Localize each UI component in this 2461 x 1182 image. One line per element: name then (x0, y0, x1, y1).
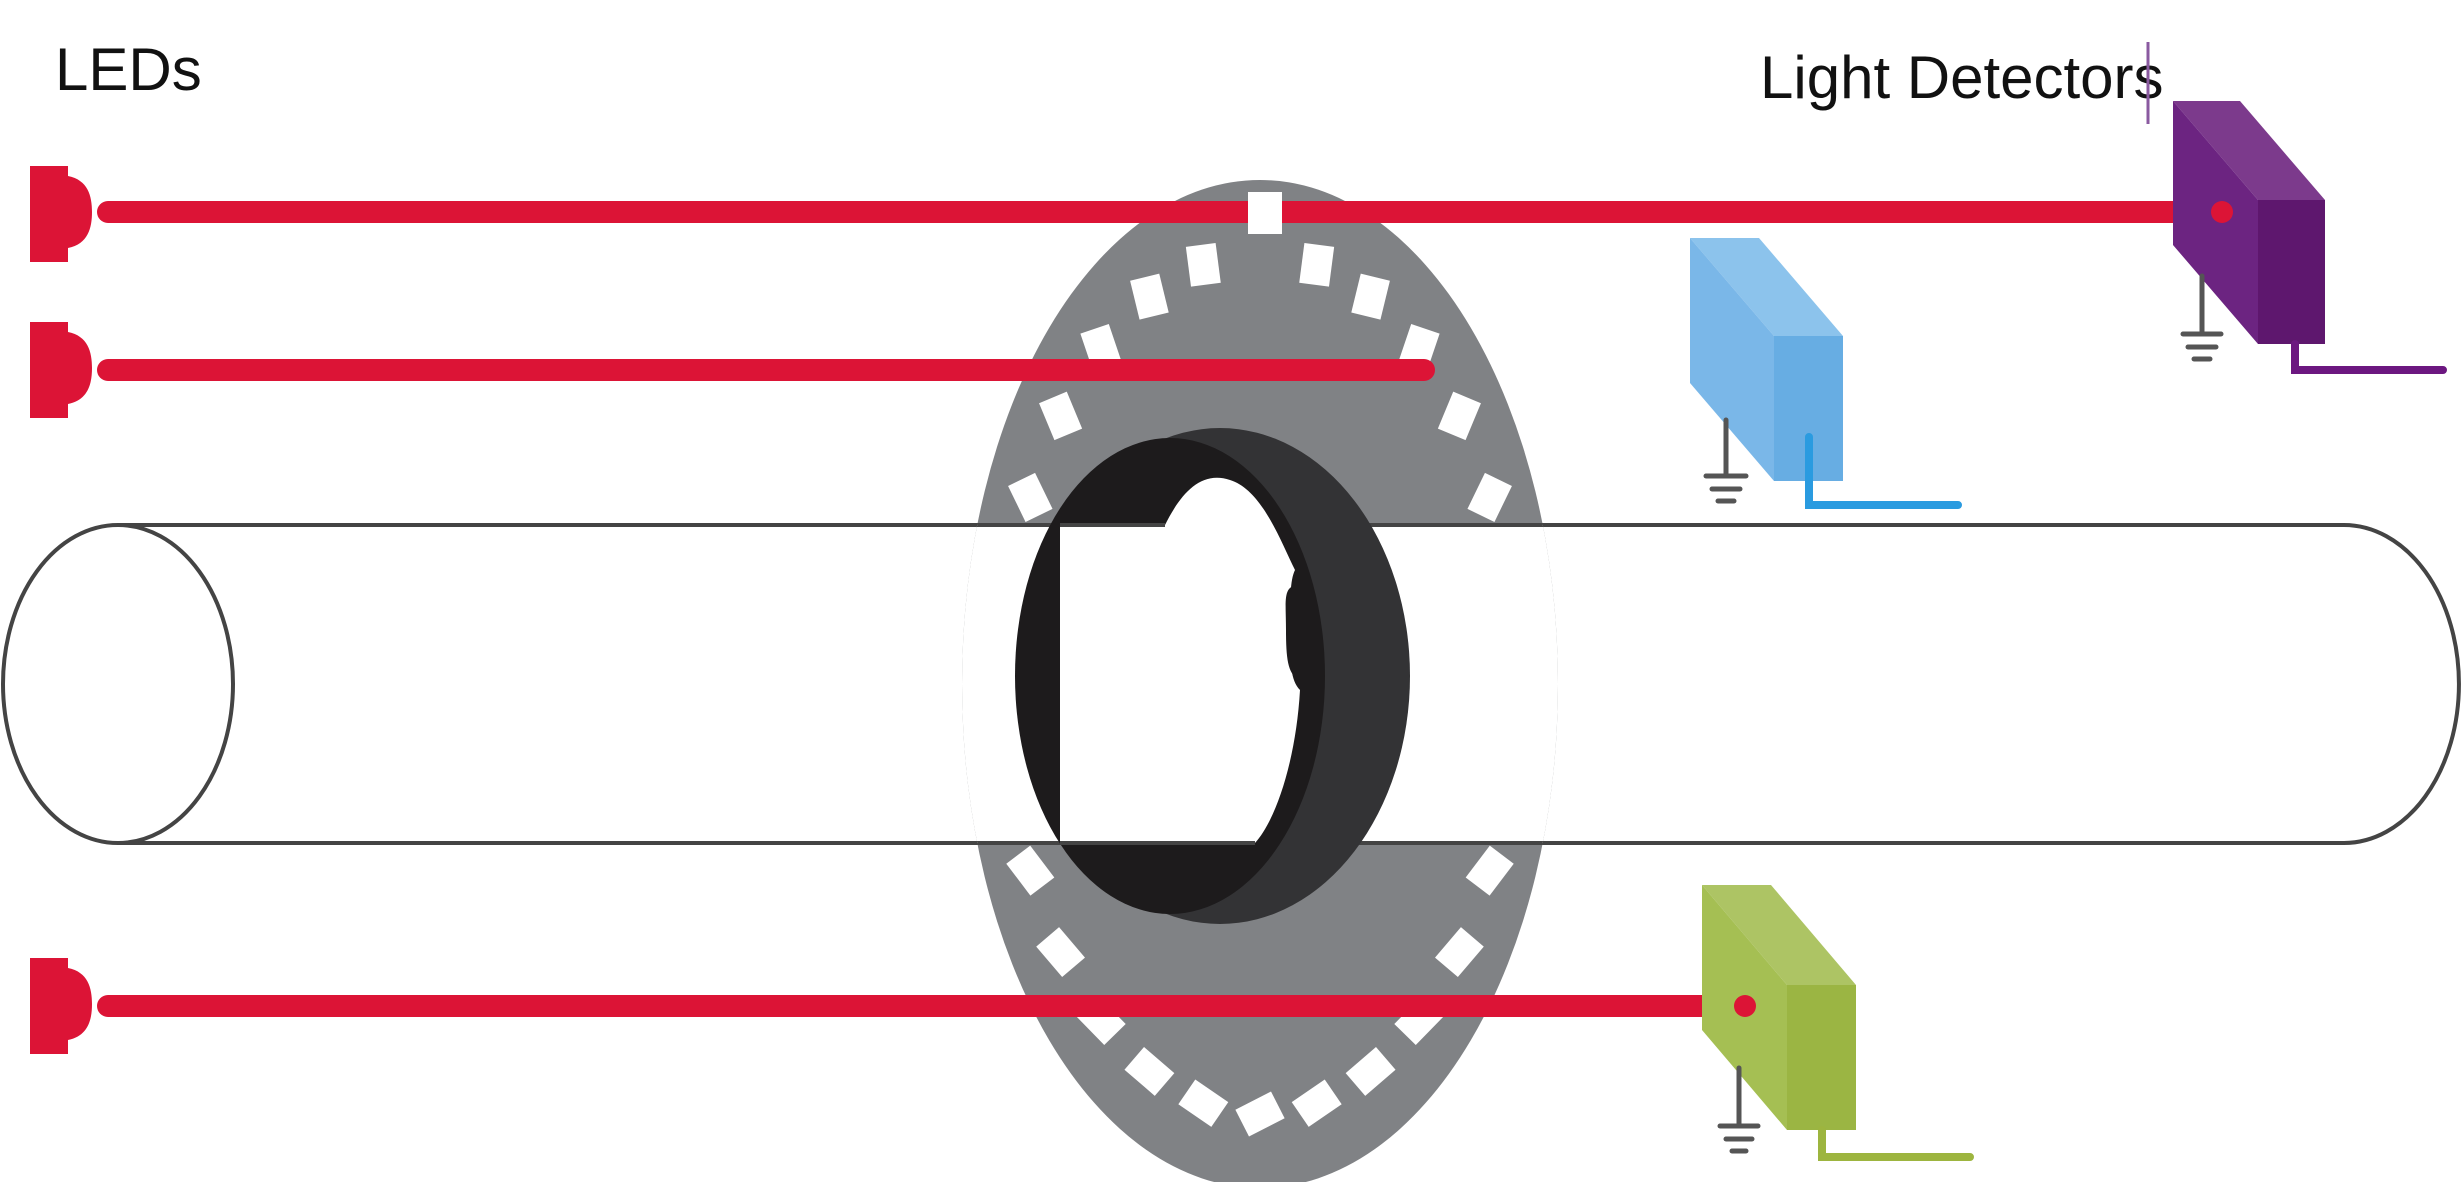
encoder-slot (1039, 391, 1083, 441)
green-ground-icon (1717, 1065, 1761, 1154)
purple-detector (2173, 101, 2447, 374)
hub-key (1285, 585, 1300, 680)
blue-ground-icon (1703, 417, 1749, 504)
leds-label: LEDs (55, 36, 202, 103)
encoder-slot (1178, 1079, 1229, 1127)
encoder-slot (1485, 563, 1532, 614)
encoder-slot (1465, 845, 1514, 896)
encoder-slot (1299, 243, 1335, 287)
encoder-slot (1185, 243, 1221, 287)
blue-detector-lead (1805, 433, 1962, 509)
encoder-slot (1008, 472, 1053, 522)
led-3 (30, 958, 92, 1054)
light-beams (97, 201, 2233, 1017)
led-2 (30, 322, 92, 418)
encoder-slot (1006, 845, 1055, 896)
encoder-slot (1235, 1091, 1285, 1137)
encoder-slot (1036, 927, 1085, 978)
blue-detector (1690, 238, 1962, 509)
hub-bore (1060, 477, 1300, 843)
encoder-slot (1291, 1079, 1342, 1127)
purple-detector-lead (2291, 340, 2447, 374)
encoder-slots (1006, 243, 1539, 1137)
led-1 (30, 166, 92, 262)
shaft-left-end (1, 523, 235, 845)
encoder-slot (1437, 391, 1481, 441)
encoder-slot (1484, 754, 1533, 805)
encoder-slot (1345, 1046, 1396, 1096)
green-detector (1702, 885, 1974, 1161)
green-detector-lead (1818, 1126, 1974, 1161)
encoder-disk (962, 180, 1558, 1182)
beam-bottom-endpoint (1734, 995, 1756, 1017)
light-detectors-label: Light Detectors (1760, 44, 2164, 111)
encoder-slot (1491, 659, 1539, 709)
encoder-slot (1435, 927, 1484, 978)
beam-top-endpoint (2211, 201, 2233, 223)
encoder-slot (1351, 273, 1390, 320)
encoder-slot (1130, 273, 1169, 320)
shaft-right-end (2343, 523, 2461, 845)
encoder-slot-top (1248, 192, 1282, 234)
purple-ground-icon (2180, 273, 2224, 362)
encoder-slot (1124, 1046, 1175, 1096)
encoder-slot (1467, 472, 1512, 522)
